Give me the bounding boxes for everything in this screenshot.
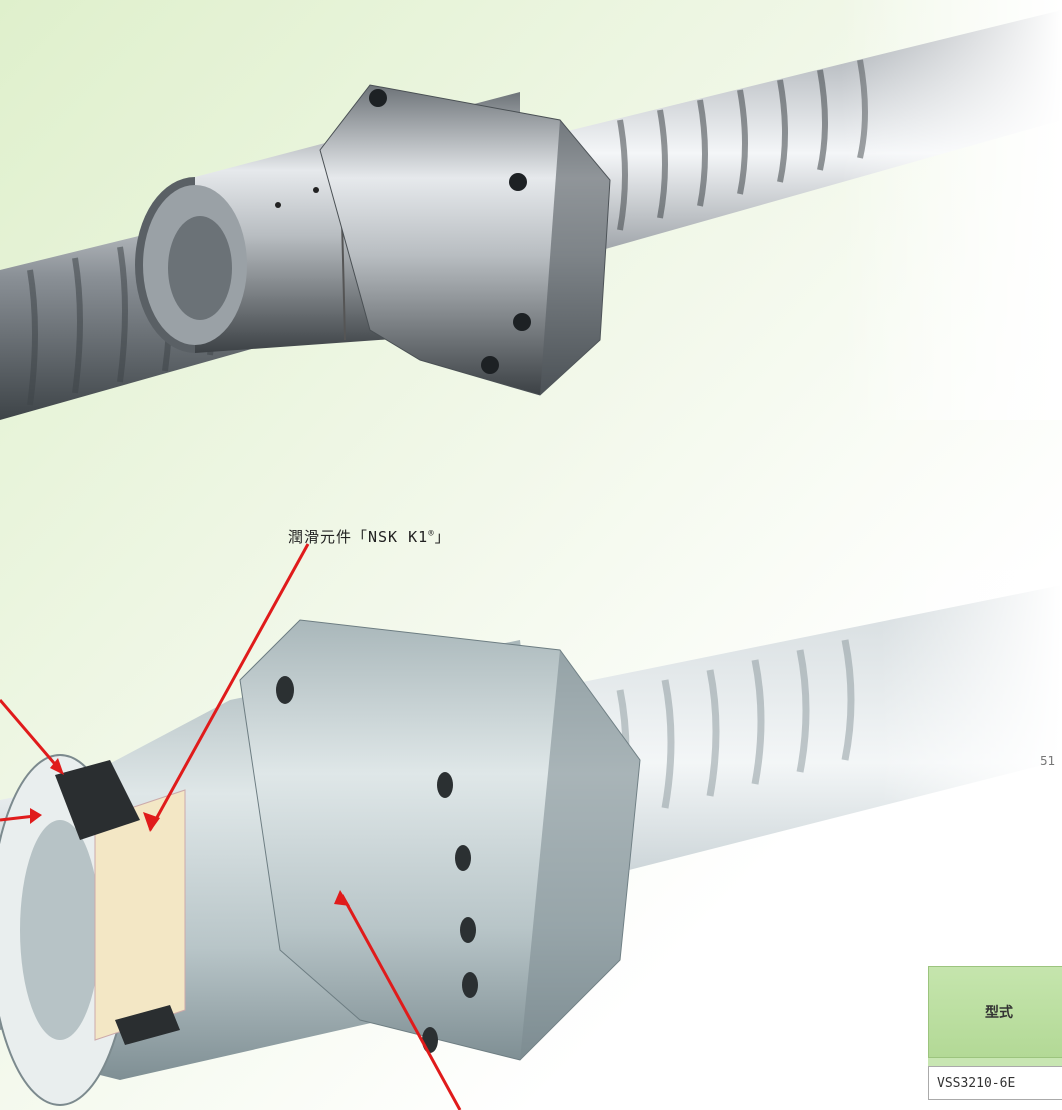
edge-fragment-text: 51 — [1040, 754, 1056, 768]
model-table: 型式 VSS3210-6E — [928, 966, 1062, 1110]
table-divider — [928, 1058, 1062, 1066]
table-cell-model: VSS3210-6E — [928, 1066, 1062, 1100]
arrow-pointer-icon — [0, 543, 462, 1110]
upper-flange — [319, 84, 611, 396]
lower-flange — [239, 619, 641, 1061]
table-header-model: 型式 — [928, 966, 1062, 1058]
lubrication-unit-label: 潤滑元件「NSK K1®」 — [288, 528, 451, 546]
